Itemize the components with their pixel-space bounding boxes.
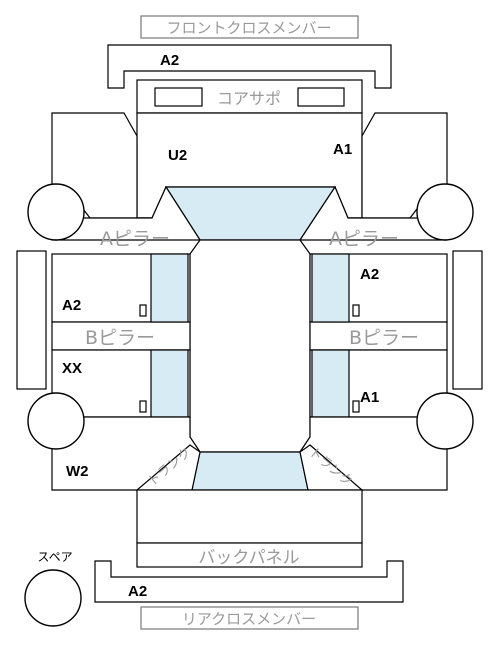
rear-cross-member[interactable]: [94, 560, 404, 603]
right-rocker-panel[interactable]: [452, 250, 483, 390]
rear-cross-member-label: リアクロスメンバー: [182, 610, 316, 628]
front-cross-member-code: A2: [160, 52, 179, 69]
left-headlight[interactable]: [154, 87, 203, 107]
right-rear-door-code: A1: [360, 389, 379, 406]
left-rear-door-handle: [139, 400, 147, 413]
right-front-fender[interactable]: [348, 112, 448, 219]
trunk-lid[interactable]: [136, 489, 363, 544]
right-front-door-code: A2: [360, 266, 379, 283]
right-b-pillar-label: Bピラー: [349, 327, 419, 349]
spare-tire[interactable]: [24, 569, 82, 627]
core-support-label: コアサポ: [217, 89, 281, 108]
rear-cross-member-label-box: [140, 606, 359, 630]
left-rocker-panel[interactable]: [16, 250, 47, 390]
right-rear-wheel[interactable]: [416, 392, 474, 450]
front-cross-member-label-box: [140, 15, 359, 39]
right-rear-door-handle: [352, 400, 360, 413]
left-rear-door-code: XX: [62, 360, 82, 377]
core-support-code: U2: [168, 147, 187, 164]
right-rear-window: [311, 349, 350, 418]
spare-label: スペア: [37, 550, 72, 564]
left-b-pillar[interactable]: [51, 321, 191, 351]
rear-cross-member-code: A2: [128, 583, 147, 600]
back-panel-label: バックパネル: [198, 548, 299, 568]
left-rear-window: [150, 349, 189, 418]
right-front-wheel[interactable]: [416, 183, 474, 241]
front-cross-member-label: フロントクロスメンバー: [166, 19, 331, 37]
right-front-window: [311, 253, 350, 323]
rear-window: [191, 451, 309, 491]
left-rear-quarter-code: W2: [66, 463, 89, 480]
left-front-door-code: A2: [62, 297, 81, 314]
roof[interactable]: [189, 239, 311, 453]
front-cross-member[interactable]: [107, 44, 392, 89]
back-panel[interactable]: [136, 542, 363, 568]
left-front-wheel[interactable]: [27, 183, 85, 241]
left-b-pillar-label: Bピラー: [85, 327, 155, 349]
right-front-door-handle: [352, 304, 360, 317]
left-front-window: [150, 253, 189, 323]
right-headlight[interactable]: [297, 87, 345, 107]
left-front-door-handle: [139, 304, 147, 317]
right-front-fender-code: A1: [333, 141, 352, 158]
left-rear-wheel[interactable]: [27, 392, 85, 450]
left-a-pillar-label: Aピラー: [100, 228, 170, 250]
right-a-pillar-label: Aピラー: [329, 228, 399, 250]
